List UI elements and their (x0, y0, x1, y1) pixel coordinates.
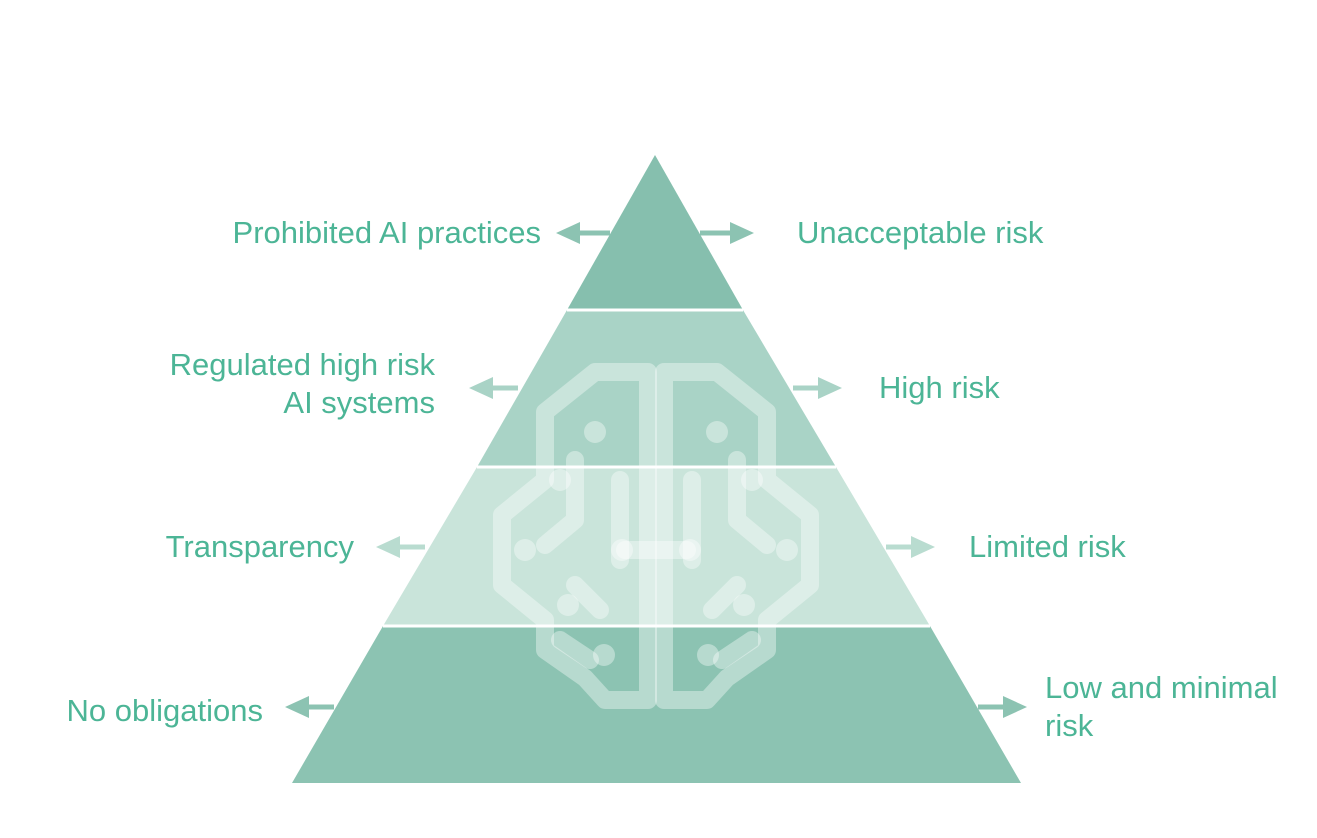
label-regulated-high-risk-ai-systems: Regulated high risk AI systems (169, 347, 435, 420)
label-unacceptable-risk: Unacceptable risk (797, 215, 1044, 250)
label-no-obligations: No obligations (66, 693, 263, 728)
arrow-left-icon (556, 222, 610, 244)
brain-circuit-icon (493, 363, 819, 709)
tier-limited-band (383, 467, 930, 626)
label-limited-risk: Limited risk (969, 529, 1126, 564)
tier-high-band (477, 310, 836, 467)
arrow-right-icon (700, 222, 754, 244)
arrow-left-icon (376, 536, 425, 558)
arrow-left-icon (469, 377, 518, 399)
arrow-left-icon (285, 696, 334, 718)
label-transparency: Transparency (165, 529, 354, 564)
arrow-right-icon (793, 377, 842, 399)
brain-circuit-nodes (514, 421, 798, 666)
tier-minimal-band (292, 626, 1021, 783)
tier-unacceptable-band (567, 155, 743, 310)
arrow-right-icon (978, 696, 1027, 718)
label-low-and-minimal-risk: Low and minimal risk (1045, 670, 1278, 743)
label-high-risk: High risk (879, 370, 1000, 405)
label-prohibited-ai-practices: Prohibited AI practices (232, 215, 541, 250)
arrow-right-icon (886, 536, 935, 558)
